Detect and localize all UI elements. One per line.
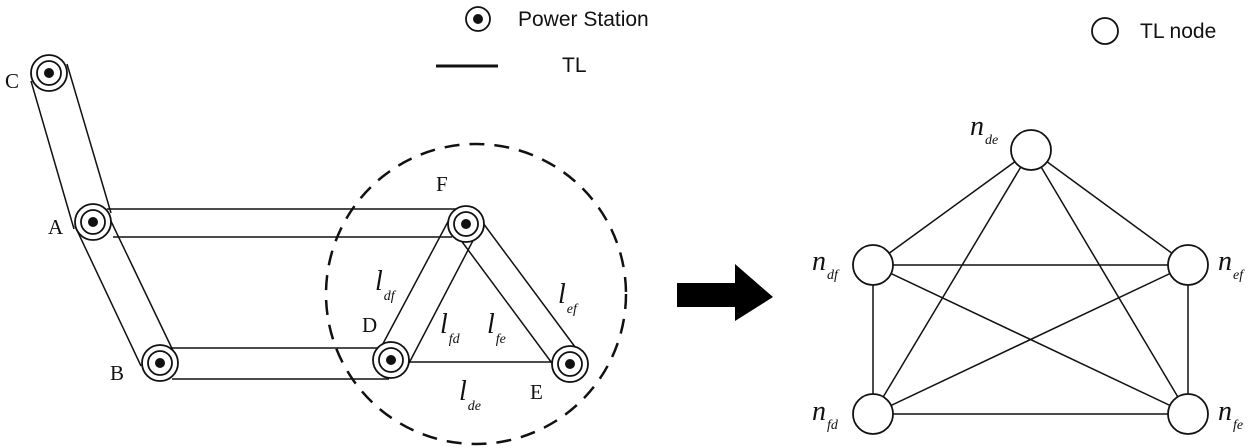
line-label-fd: lfd: [440, 309, 461, 347]
legend-tl-node-label: TL node: [1140, 20, 1216, 43]
tl-node-label-fe: nfe: [1218, 396, 1243, 433]
graph-edge: [872, 264, 1189, 415]
graph-edge: [872, 149, 1032, 415]
station-label-f: F: [436, 172, 448, 196]
tl-node-label-fd: nfd: [812, 396, 839, 433]
tl-corridor-fe-left: [459, 238, 561, 375]
dashed-region: [324, 142, 628, 446]
tl-corridor-fe-right: [482, 222, 582, 356]
line-label-ef: lef: [558, 279, 579, 317]
station-e: [551, 345, 589, 383]
tl-node-fe: [1167, 393, 1209, 435]
line-label-fe: lfe: [487, 309, 506, 347]
legend-tl-label: TL: [562, 54, 587, 77]
tl-corridor-ab-left: [74, 225, 142, 367]
tl-node-fd: [852, 393, 894, 435]
tl-node-df: [852, 244, 894, 286]
tl-node-label-df: ndf: [812, 246, 840, 283]
station-f: [447, 205, 485, 243]
station-label-e: E: [530, 380, 543, 404]
tl-corridor-ca-left: [30, 80, 75, 230]
tl-corridor-ca-right: [66, 63, 112, 214]
station-d: [372, 341, 410, 379]
station-a: [74, 203, 112, 241]
legend: Power Station TL TL node: [436, 6, 1216, 77]
graph-edge: [872, 149, 1032, 266]
tl-node-legend-icon: [1091, 17, 1119, 45]
line-label-df: ldf: [375, 266, 397, 304]
tl-node-label-ef: nef: [1218, 246, 1245, 283]
tl-node-ef: [1167, 244, 1209, 286]
power-network: C A B F D E ldf lef lfd lfe lde: [5, 54, 628, 446]
legend-power-station-label: Power Station: [518, 8, 649, 31]
tl-corridor-ab-right: [108, 216, 178, 360]
tl-corridor-df-right: [406, 230, 479, 368]
station-label-a: A: [48, 215, 64, 239]
station-label-c: C: [5, 69, 19, 93]
tl-node-graph: nde ndf nef nfd nfe: [812, 111, 1245, 435]
station-label-b: B: [110, 361, 124, 385]
graph-edge: [1030, 149, 1189, 415]
line-label-de: lde: [459, 376, 481, 414]
station-label-d: D: [362, 313, 377, 337]
tl-corridor-df-left: [377, 215, 452, 354]
power-station-legend-icon: [465, 6, 491, 32]
station-b: [141, 344, 179, 382]
graph-edge: [1030, 149, 1189, 266]
tl-node-de: [1010, 129, 1052, 171]
station-c: [30, 54, 68, 92]
right-arrow-icon: [677, 264, 773, 321]
tl-node-label-de: nde: [970, 111, 998, 148]
